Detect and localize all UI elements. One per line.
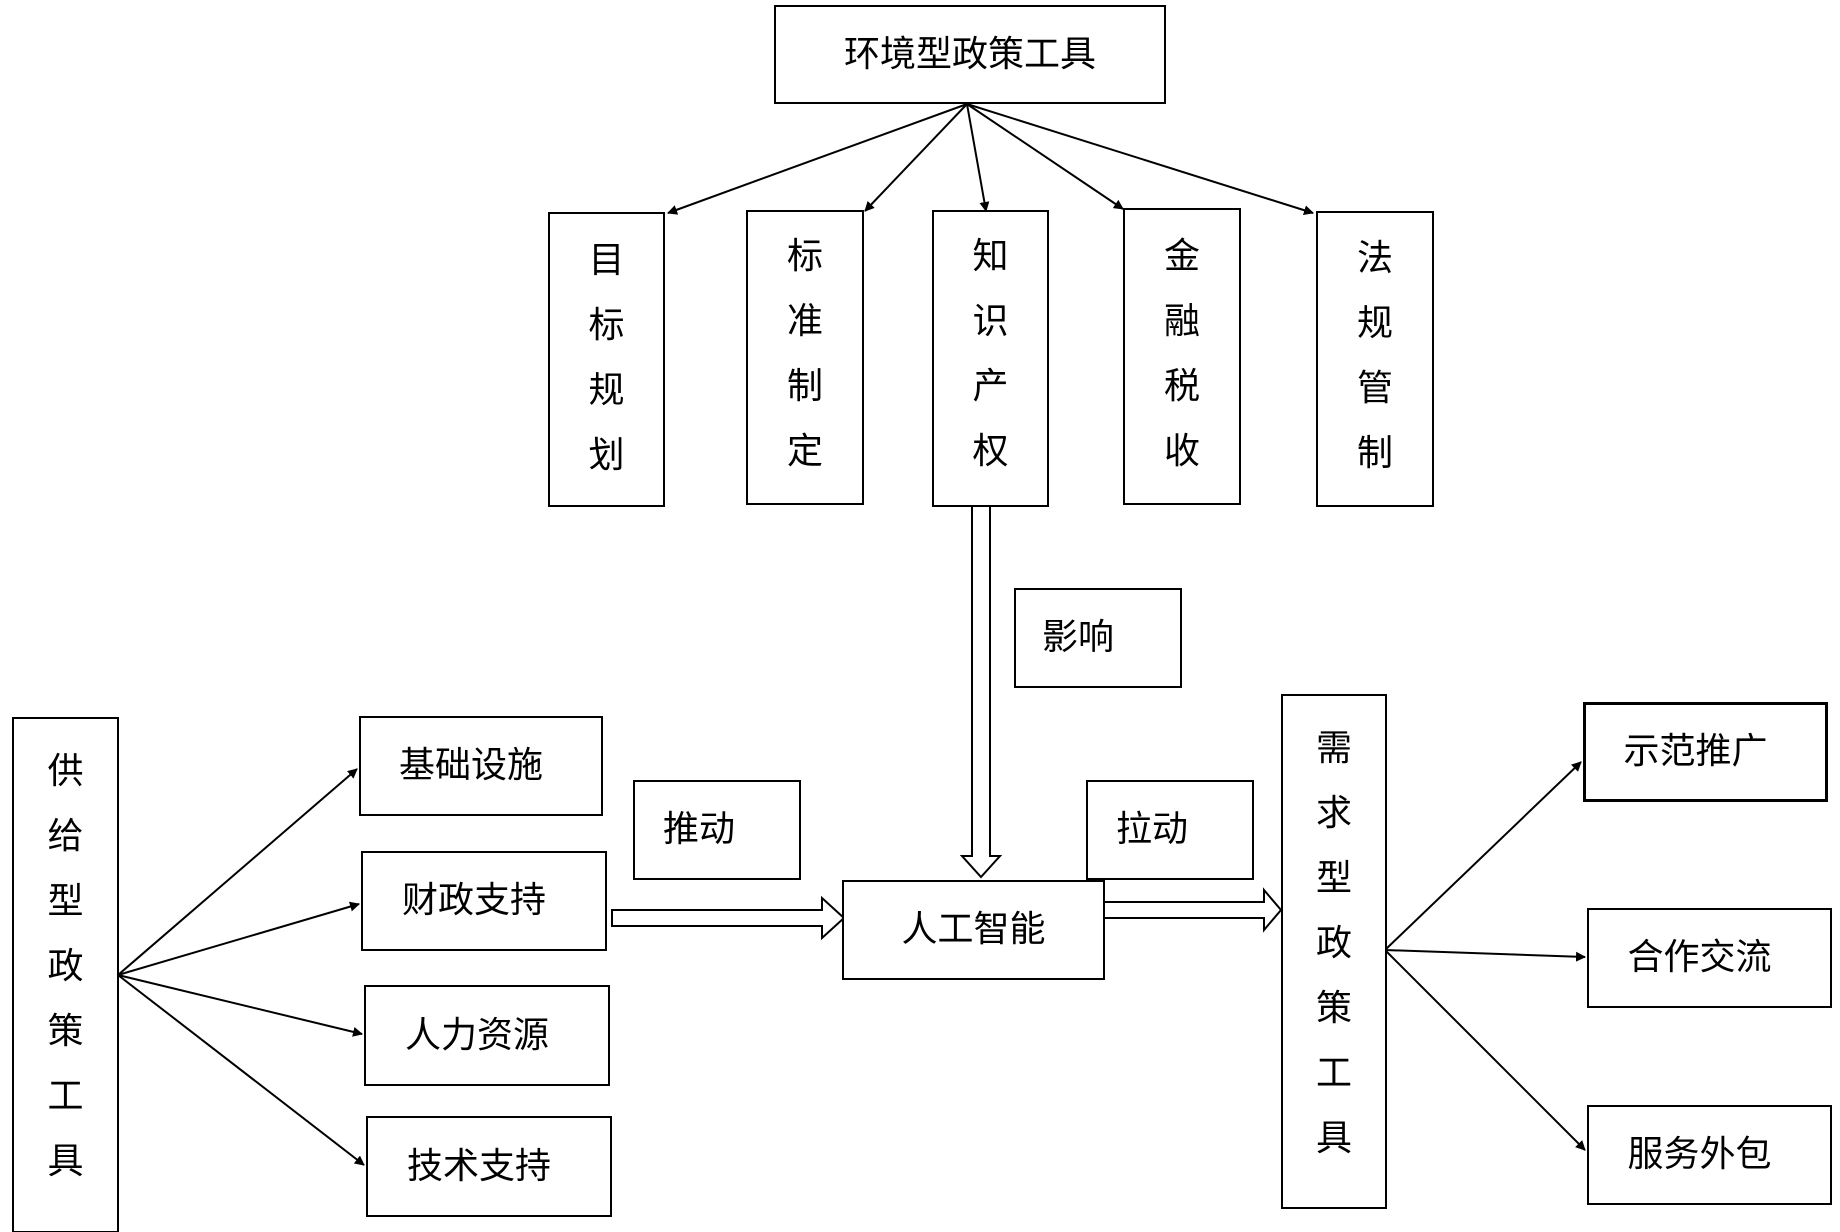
influence-hollow-arrow (959, 505, 1003, 879)
env-title: 环境型政策工具 (843, 33, 1096, 75)
arrow-env-to-item-5 (966, 103, 1314, 216)
supply-title-box: 供给型政策工具 (12, 717, 119, 1232)
demand-title: 需求型政策工具 (1316, 728, 1353, 1159)
supply-item-box: 基础设施 (359, 716, 603, 816)
arrow-supply-to-item-4 (117, 974, 365, 1166)
arrow-env-to-item-3 (966, 103, 990, 212)
demand-item-box: 示范推广 (1583, 702, 1828, 802)
supply-item-box: 人力资源 (364, 985, 610, 1086)
pull-hollow-arrow (1103, 887, 1283, 933)
supply-item-label: 财政支持 (401, 880, 546, 921)
env-item-label: 知识产权 (972, 236, 1009, 472)
influence-label-box: 影响 (1014, 588, 1182, 688)
arrow-demand-to-item-2 (1384, 949, 1586, 962)
demand-item-box: 合作交流 (1587, 908, 1832, 1008)
demand-title-box: 需求型政策工具 (1281, 694, 1387, 1209)
env-item-box: 标准制定 (746, 210, 864, 505)
center-label: 人工智能 (901, 909, 1046, 950)
supply-item-label: 基础设施 (398, 745, 543, 786)
arrow-env-to-item-2 (864, 103, 968, 212)
supply-item-box: 财政支持 (361, 851, 607, 951)
center-node: 人工智能 (842, 880, 1105, 980)
env-item-box: 法规管制 (1316, 211, 1434, 507)
pull-label-box: 拉动 (1086, 780, 1254, 880)
env-item-label: 标准制定 (787, 236, 824, 472)
arrow-supply-to-item-1 (117, 768, 358, 976)
env-item-box: 目标规划 (548, 212, 665, 507)
pull-label: 拉动 (1115, 809, 1188, 850)
push-hollow-arrow (611, 895, 846, 941)
arrow-demand-to-item-1 (1384, 761, 1582, 951)
env-item-box: 金融税收 (1123, 208, 1241, 505)
push-label-box: 推动 (633, 780, 801, 880)
supply-item-label: 技术支持 (406, 1145, 551, 1187)
env-item-label: 法规管制 (1357, 238, 1394, 474)
demand-item-label: 服务外包 (1627, 1134, 1772, 1175)
arrow-env-to-item-4 (966, 103, 1124, 210)
env-item-box: 知识产权 (932, 210, 1049, 507)
supply-item-box: 技术支持 (366, 1116, 612, 1217)
arrow-demand-to-item-3 (1384, 949, 1586, 1151)
supply-item-label: 人力资源 (404, 1014, 549, 1056)
env-title-box: 环境型政策工具 (774, 5, 1166, 104)
env-item-label: 目标规划 (588, 240, 625, 476)
influence-label: 影响 (1041, 617, 1114, 658)
arrow-env-to-item-1 (667, 103, 968, 215)
env-item-label: 金融税收 (1164, 236, 1201, 472)
demand-item-label: 合作交流 (1627, 937, 1772, 978)
demand-item-label: 示范推广 (1623, 731, 1768, 772)
arrow-supply-to-item-3 (117, 974, 363, 1037)
supply-title: 供给型政策工具 (47, 751, 84, 1182)
push-label: 推动 (662, 809, 735, 850)
arrow-supply-to-item-2 (117, 901, 360, 976)
demand-item-box: 服务外包 (1587, 1105, 1832, 1205)
